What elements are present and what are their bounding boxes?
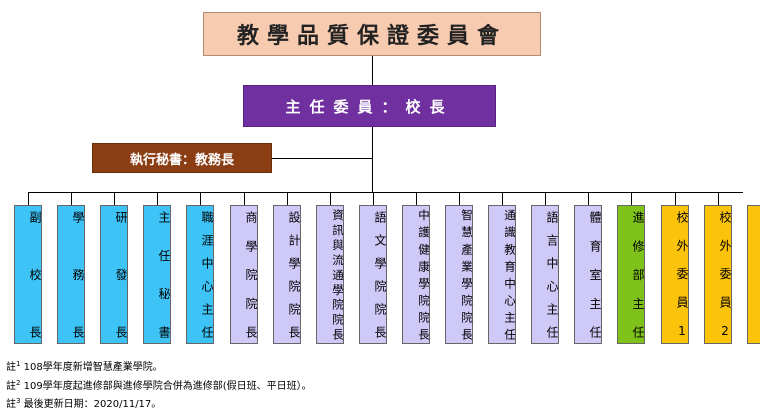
footnote-2: 註2 109學年度起進修部與進修學院合併為進修部(假日班、平日班）。 [6,378,312,392]
chair-box: 主任委員：校長 [243,85,496,127]
member-box: 體育室主任 [574,205,602,344]
member-box: 研發長 [100,205,128,344]
member-label: 校外委員3 [748,206,760,343]
connector-secretary [272,158,372,159]
member-box: 語言中心主任 [531,205,559,344]
footnote-3: 註3 最後更新日期：2020/11/17。 [6,397,162,410]
footnote-1: 註1 108學年度新增智慧產業學院。 [6,360,163,373]
member-box: 語文學院院長 [359,205,387,344]
member-box: 資訊與流通學院院長 [316,205,345,344]
member-label: 智慧產業學院院長 [460,209,474,340]
member-label: 語言中心主任 [545,211,559,338]
member-box: 設計學院院長 [273,205,301,344]
member-drop-line [675,192,676,205]
member-box: 通識教育中心主任 [488,205,517,344]
member-drop-line [631,192,632,205]
member-drop-line [200,192,201,205]
member-drop-line [459,192,460,205]
member-bus-line [28,192,743,193]
member-drop-line [718,192,719,205]
member-label: 通識教育中心主任 [503,209,517,340]
member-label: 校外委員2 [718,211,732,338]
member-box: 職涯中心主任 [186,205,214,344]
footnotes: 註1 108學年度新增智慧產業學院。 註2 109學年度起進修部與進修學院合併為… [6,357,312,413]
member-box: 商學院院長 [230,205,258,344]
committee-title: 教學品質保證委員會 [203,12,541,56]
connector-title-chair [372,56,373,85]
member-label: 研發長 [114,211,128,338]
member-box: 智慧產業學院院長 [445,205,474,344]
member-label: 校外委員1 [675,211,689,338]
member-drop-line [28,192,29,205]
member-drop-line [416,192,417,205]
member-box: 校外委員1 [661,205,689,344]
member-label: 設計學院院長 [287,211,301,338]
member-drop-line [157,192,158,205]
member-drop-line [545,192,546,205]
member-box: 主任秘書 [143,205,171,344]
member-box: 中護健康學院院長 [402,205,431,344]
member-label: 副校長 [28,211,42,338]
member-box: 校外委員3 [747,205,760,344]
member-drop-line [71,192,72,205]
member-drop-line [287,192,288,205]
member-drop-line [330,192,331,205]
member-label: 主任秘書 [157,211,171,338]
member-label: 資訊與流通學院院長 [331,209,345,340]
connector-chair-bus [372,127,373,193]
member-label: 商學院院長 [244,211,258,338]
member-label: 職涯中心主任 [200,211,214,338]
member-label: 語文學院院長 [373,211,387,338]
member-label: 進修部主任 [631,211,645,338]
member-drop-line [373,192,374,205]
member-box: 進修部主任 [617,205,645,344]
member-drop-line [244,192,245,205]
member-drop-line [588,192,589,205]
member-drop-line [114,192,115,205]
member-box: 校外委員2 [704,205,732,344]
member-box: 副校長 [14,205,42,344]
member-box: 學務長 [57,205,85,344]
executive-secretary-box: 執行秘書：教務長 [92,143,272,173]
member-label: 中護健康學院院長 [417,209,431,340]
member-label: 體育室主任 [588,211,602,338]
member-drop-line [502,192,503,205]
member-label: 學務長 [71,211,85,338]
